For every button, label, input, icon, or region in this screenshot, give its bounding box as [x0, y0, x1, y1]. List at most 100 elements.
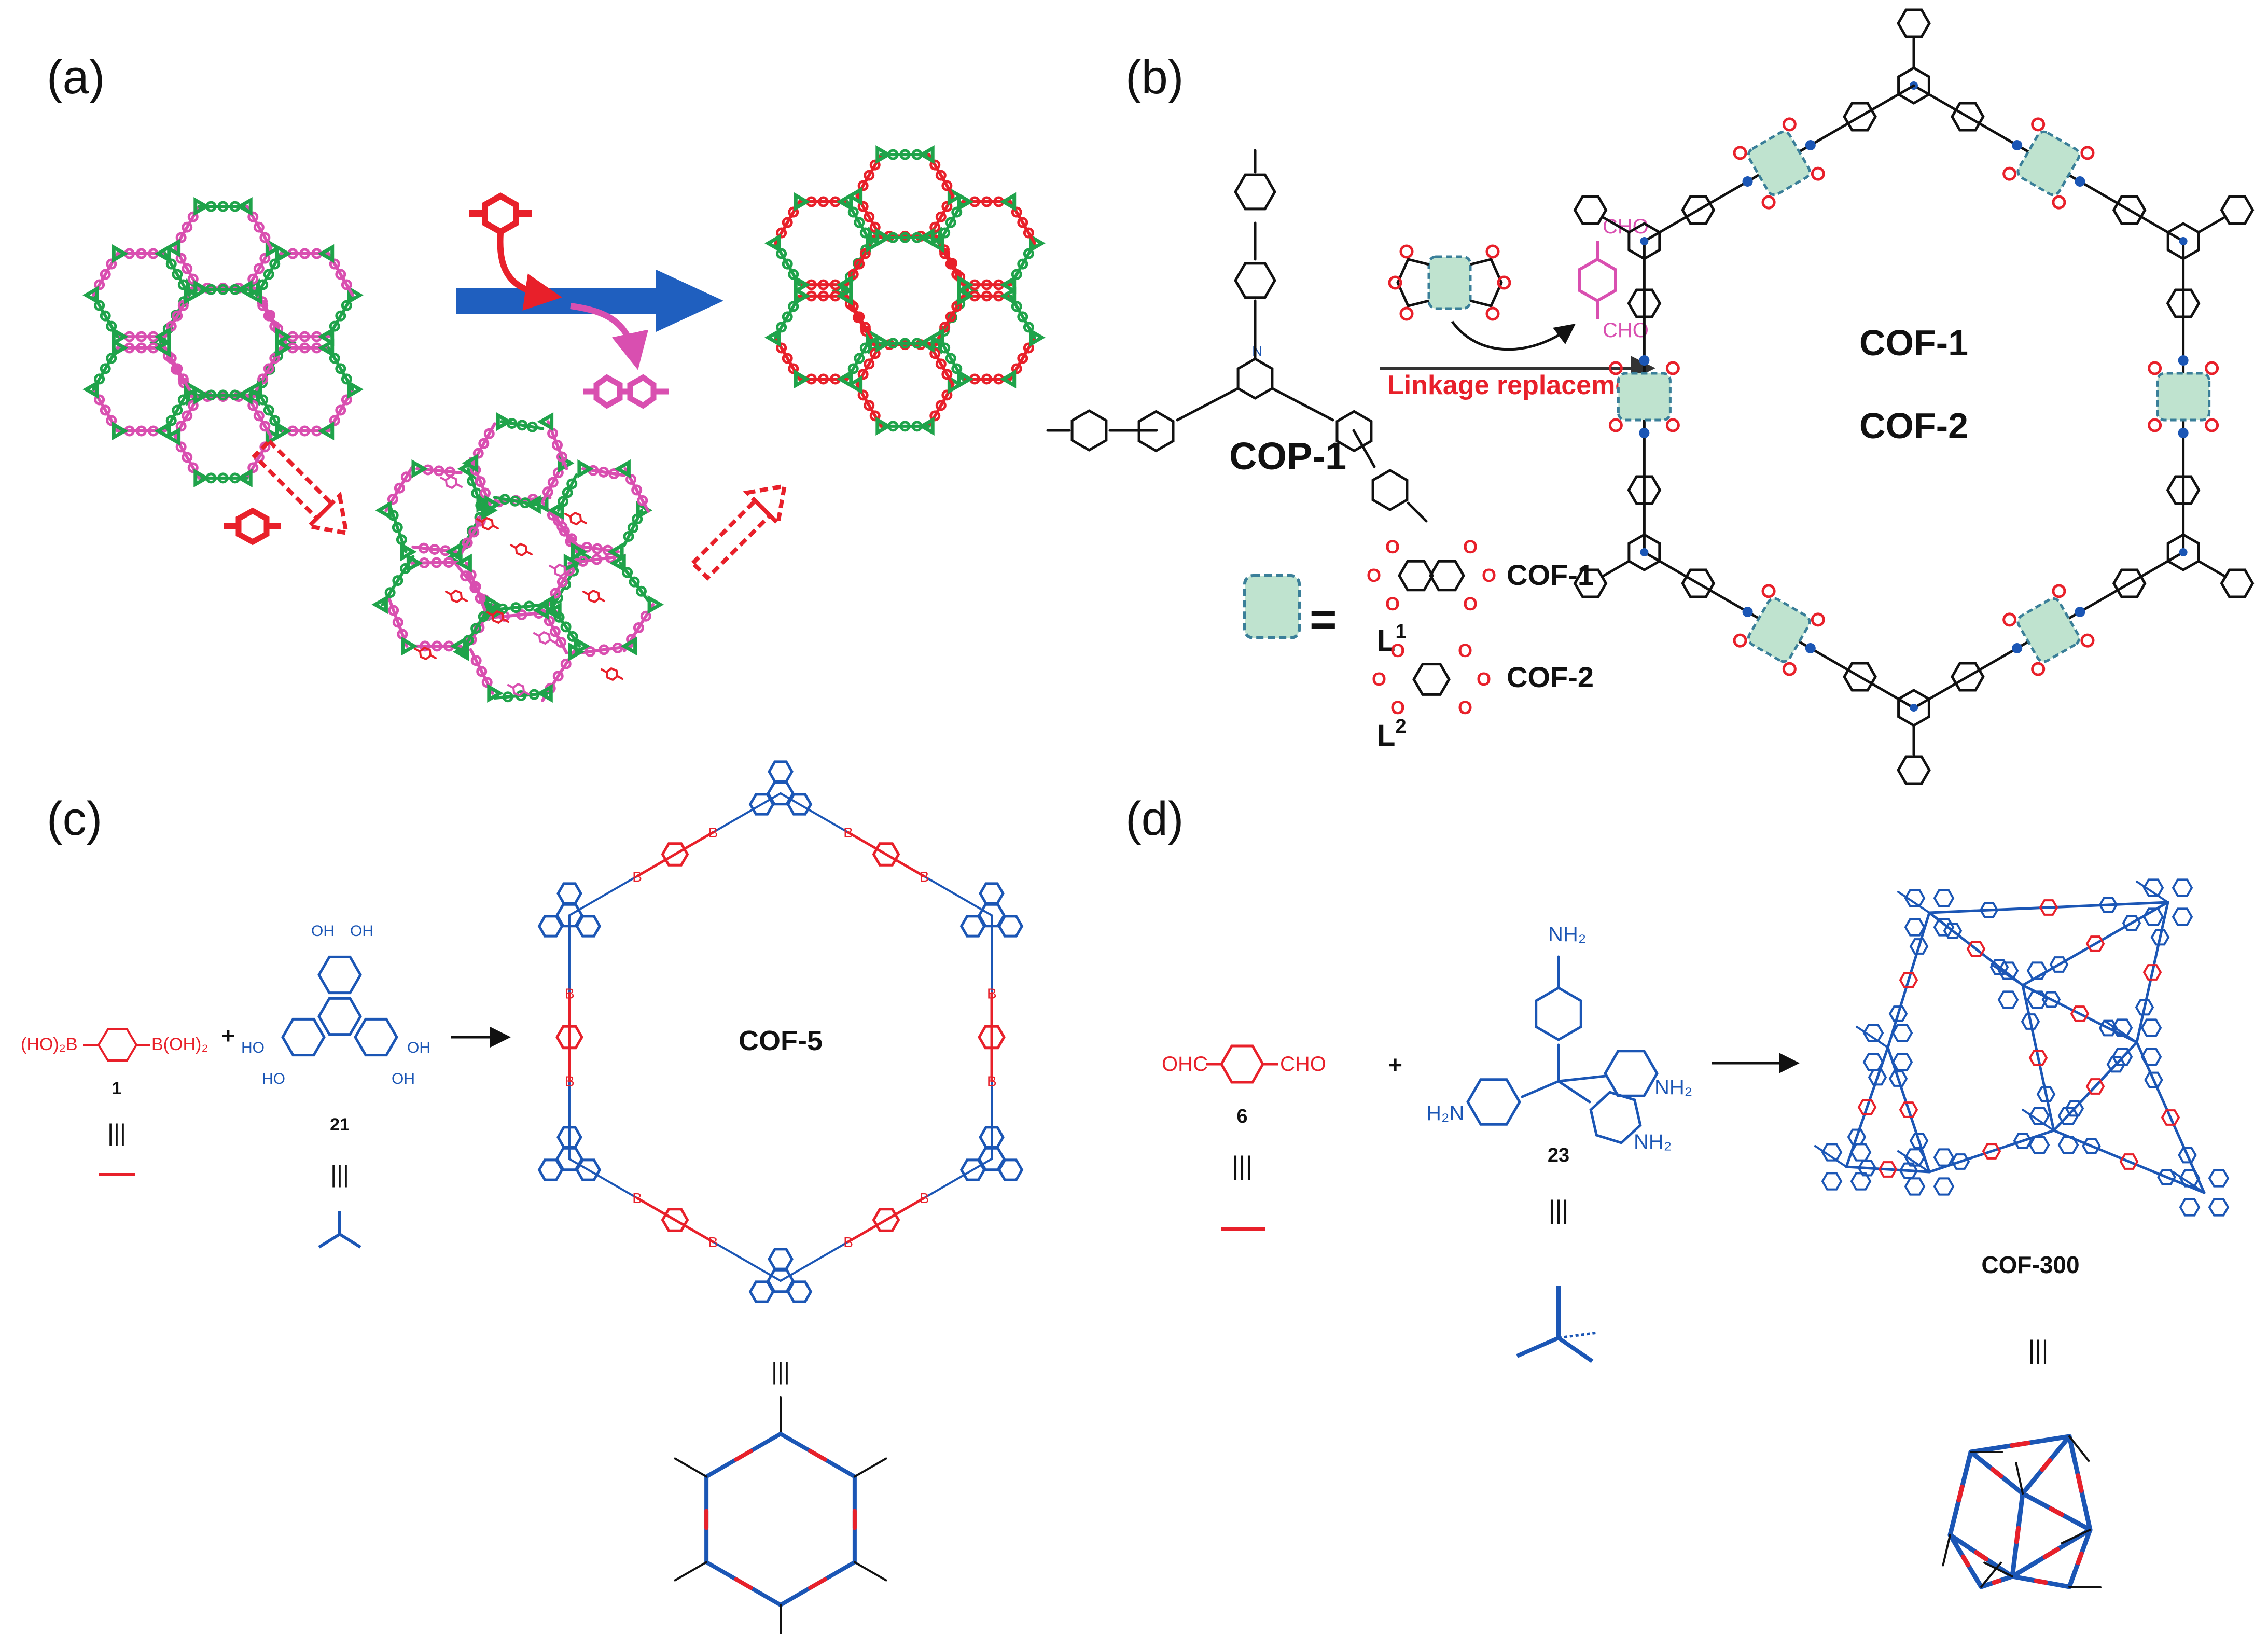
cop-phenyl [1234, 173, 1276, 211]
net3-link-bead [945, 311, 956, 323]
linker-highlight [1617, 372, 1672, 422]
cof300-node-phenyl [2013, 1133, 2033, 1149]
net3-link-bead [776, 342, 787, 354]
net3-link-bead [818, 290, 829, 302]
net3-node [957, 275, 974, 295]
net2-link-bead [392, 575, 403, 586]
net2-link-bead [388, 605, 399, 616]
net3-link-bead [935, 358, 947, 370]
free-linker [514, 542, 528, 557]
net2-node [536, 683, 553, 703]
cop-phenyl [1371, 469, 1409, 511]
edge-phenyl [1627, 475, 1662, 505]
net2-link-bead [431, 640, 442, 652]
net3-node [846, 186, 863, 206]
cof300-linker-phenyl [1857, 1099, 1877, 1115]
cof300-linker-phenyl [2039, 899, 2058, 916]
imide-n [2178, 428, 2189, 438]
tam-phenyl [1535, 986, 1582, 1041]
cof300-interpenetrated-network [1814, 878, 2230, 1217]
net1-link-bead [329, 415, 340, 426]
linker-highlight [1747, 597, 1811, 663]
net3-link-bead [941, 201, 953, 212]
net3-link-bead [847, 363, 859, 374]
node-outer-bond [2197, 560, 2225, 577]
net2-link-bead [470, 623, 482, 634]
net3-link-bead [1023, 248, 1034, 259]
product-label-cof2: COF-2 [1859, 406, 1968, 446]
net1-link-bead [329, 258, 340, 270]
cof300-node-phenyl [2135, 999, 2154, 1016]
net2-node [455, 553, 472, 573]
net3-link-bead [929, 348, 941, 359]
net1-link-bead [269, 258, 281, 270]
carbonyl-o [1733, 633, 1747, 648]
cof300-edge [2052, 1041, 2138, 1132]
net2-link-bead [640, 610, 651, 622]
hydroxyl-label: OH [311, 923, 335, 940]
imide-n [2012, 643, 2023, 653]
net1-link-bead [187, 462, 199, 473]
net1-link-bead [247, 462, 259, 473]
net2-node [485, 595, 502, 615]
carbonyl-o [2031, 117, 2046, 132]
triphenylene-ring [786, 1280, 813, 1303]
l1-ring [1429, 560, 1465, 592]
net2-node [563, 553, 580, 573]
cof300-node-phenyl [1979, 902, 1999, 918]
cof300-node-phenyl [1868, 1069, 1887, 1086]
net2-link-bead [483, 428, 495, 439]
net2-link-bead [559, 525, 570, 537]
free-linker-bond [549, 639, 556, 644]
cof300-edge [2021, 984, 2138, 1044]
hcb-topology-diagram [674, 1396, 887, 1634]
cof300-node-phenyl [1909, 938, 1929, 955]
net2-link-bead [418, 542, 429, 554]
cof300-node-phenyl [1857, 1160, 1877, 1177]
net3-node [925, 227, 942, 246]
node-outer-bond [1602, 216, 1631, 234]
net2-node [568, 642, 585, 662]
net1-link-bead [136, 331, 147, 342]
added-linker [224, 507, 281, 546]
triazine-ring [1236, 357, 1274, 400]
net2-link-bead [625, 473, 637, 485]
net1-node [243, 278, 260, 298]
dia-edge-linker [2040, 1458, 2052, 1472]
net1-link-bead [94, 279, 105, 290]
net1-link-bead [136, 425, 147, 437]
net3-link-bead [1017, 258, 1028, 270]
linker-highlight [2016, 597, 2081, 663]
imide-linkage [1608, 355, 1680, 438]
carbonyl-o [2148, 418, 2162, 432]
net2-link-bead [478, 438, 490, 449]
net1-link-bead [177, 394, 189, 406]
cof300-terminal-bond [2022, 1109, 2055, 1132]
net3-link-bead [899, 421, 911, 432]
triphenylene-ring [979, 1126, 1005, 1149]
net1-node [112, 244, 129, 263]
net1-link-bead [299, 425, 310, 437]
dia-edge-linker [2049, 1506, 2064, 1517]
net1-node [347, 285, 364, 305]
net3-link-bead [939, 322, 951, 333]
carbonyl-o [1782, 117, 1797, 132]
cof300-node-phenyl [2026, 990, 2048, 1009]
cho-bottom-label: CHO [1603, 319, 1649, 342]
net2-link-bead [478, 611, 489, 622]
imide-linkage [2148, 355, 2219, 438]
free-linker-bond [414, 648, 421, 652]
net3-link-bead [1017, 353, 1028, 364]
net3-link-bead [951, 269, 963, 280]
carbonyl-o [2052, 584, 2066, 598]
net1-link-bead [172, 404, 183, 416]
cop-phenyl [1234, 262, 1276, 299]
cof300-edge [1886, 1046, 1931, 1174]
net2-node [462, 453, 479, 473]
carbonyl-o [1782, 662, 1797, 676]
net3-link-bead [818, 279, 829, 290]
triazine-n-dot [1910, 704, 1918, 712]
plus-sign-d: + [1388, 1052, 1402, 1079]
net2-link-bead [565, 536, 576, 547]
